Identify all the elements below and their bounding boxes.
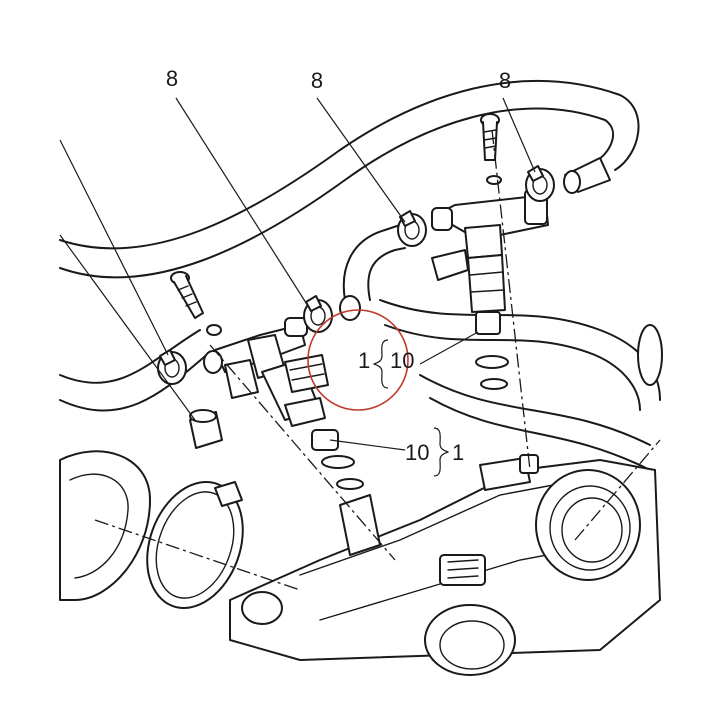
hose-clamp-left bbox=[157, 349, 187, 385]
fuel-rail-lower bbox=[203, 317, 308, 399]
brace-lower-part: 10 bbox=[405, 440, 429, 465]
brace-upper-index: 1 bbox=[358, 348, 370, 373]
hose-clamp-center bbox=[397, 210, 427, 247]
bolt-lower bbox=[170, 271, 222, 336]
brace-callout-upper: 1 10 bbox=[358, 339, 414, 389]
injector-lower bbox=[261, 354, 339, 451]
assembly-axis-lines bbox=[94, 129, 661, 591]
hose-middle bbox=[339, 224, 406, 321]
band-clamp bbox=[146, 481, 244, 609]
o-rings-lower bbox=[321, 455, 364, 490]
callout-clamp-left: 8 bbox=[166, 66, 178, 91]
hose-clamp-right bbox=[525, 165, 555, 202]
injector-upper bbox=[431, 249, 506, 335]
brace-upper-symbol bbox=[372, 339, 389, 389]
intake-boot-left bbox=[59, 450, 151, 601]
fuel-rail-upper bbox=[431, 189, 549, 259]
spacer-sleeve bbox=[189, 409, 223, 449]
throttle-body bbox=[229, 324, 663, 676]
brace-lower-symbol bbox=[433, 427, 450, 477]
brace-callout-lower: 10 1 bbox=[405, 427, 464, 477]
callout-clamp-right: 8 bbox=[499, 68, 511, 93]
brace-lower-index: 1 bbox=[452, 440, 464, 465]
hose-clamp-center-left bbox=[303, 295, 333, 333]
o-rings-upper bbox=[475, 355, 509, 390]
callout-clamp-middle: 8 bbox=[311, 68, 323, 93]
brace-upper-part: 10 bbox=[390, 348, 414, 373]
bolt-upper bbox=[480, 113, 502, 185]
leader-lines bbox=[59, 97, 536, 451]
highlight-circle bbox=[307, 309, 409, 411]
